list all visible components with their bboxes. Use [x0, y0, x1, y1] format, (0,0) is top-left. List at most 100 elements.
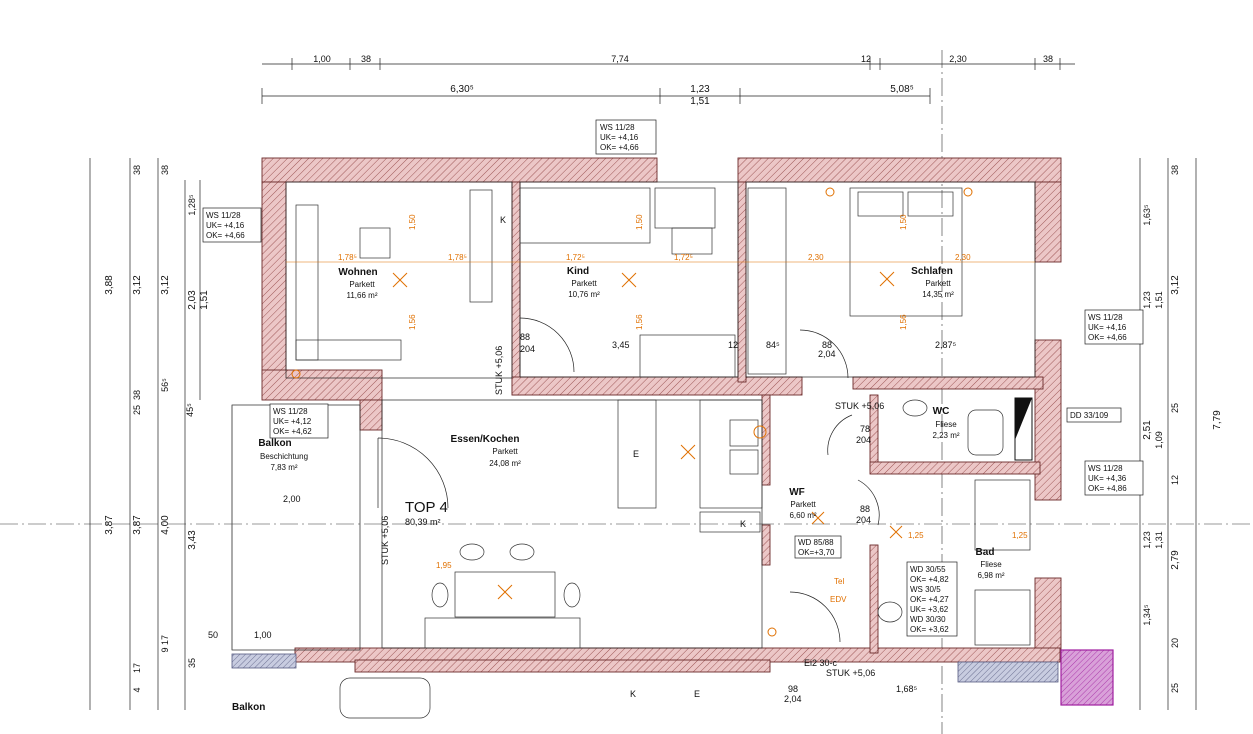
balcony-slab-edge: [231, 653, 297, 669]
svg-text:1,78⁵: 1,78⁵: [448, 253, 467, 262]
dim-top-2: 38: [361, 54, 371, 64]
svg-text:50: 50: [208, 630, 218, 640]
svg-text:K: K: [500, 215, 506, 225]
svg-text:UK= +4,12: UK= +4,12: [273, 417, 312, 426]
misc-labels: STUK +5,06 STUK +5,06 STUK +5,06 Ei2 30-…: [380, 215, 884, 699]
dim-left-4-3: 1,51: [199, 290, 210, 310]
svg-text:Schlafen: Schlafen: [911, 266, 953, 277]
svg-text:1,00: 1,00: [254, 630, 272, 640]
svg-text:Parkett: Parkett: [571, 279, 597, 288]
dim-left-3-1: 38: [160, 165, 170, 175]
dim-right-2-6: 20: [1170, 638, 1180, 648]
dim-top-7: 6,30⁵: [450, 84, 474, 95]
dim-left-4-2: 2,03: [187, 290, 198, 310]
window-box-essen: WS 11/28 UK= +4,12 OK= +4,62: [269, 403, 329, 439]
svg-text:UK= +4,16: UK= +4,16: [206, 221, 245, 230]
dd-box: DD 33/109: [1066, 407, 1122, 423]
svg-text:1,56: 1,56: [899, 314, 908, 330]
svg-text:K: K: [740, 519, 746, 529]
dim-top-4: 12: [861, 54, 871, 64]
svg-text:204: 204: [520, 344, 535, 354]
dim-right-3-5: 1,09: [1154, 431, 1164, 449]
svg-text:1,56: 1,56: [635, 314, 644, 330]
svg-text:1,50: 1,50: [899, 214, 908, 230]
svg-text:1,78⁵: 1,78⁵: [338, 253, 357, 262]
dim-left-2-1: 38: [132, 165, 142, 175]
svg-text:88: 88: [822, 340, 832, 350]
door-label-3: 78 204: [856, 424, 871, 445]
svg-text:204: 204: [856, 515, 871, 525]
dim-left-2-3: 38: [132, 390, 142, 400]
svg-text:2,30: 2,30: [808, 253, 824, 262]
svg-text:1,50: 1,50: [635, 214, 644, 230]
window-box-bad: WS 11/28 UK= +4,36 OK= +4,86: [1084, 460, 1144, 496]
svg-text:Parkett: Parkett: [790, 500, 816, 509]
svg-text:1,25: 1,25: [1012, 531, 1028, 540]
room-label-wf: WF Parkett 6,60 m²: [789, 487, 817, 520]
svg-text:OK= +4,86: OK= +4,86: [1088, 484, 1127, 493]
dim-right-2-4: 12: [1170, 475, 1180, 485]
dim-right-3-2: 1,23: [1142, 291, 1152, 309]
svg-text:1,68⁵: 1,68⁵: [896, 684, 918, 694]
svg-text:UK= +4,36: UK= +4,36: [1088, 474, 1127, 483]
dim-left-3-8: 17: [160, 635, 170, 645]
room-label-kind: Kind Parkett 10,76 m²: [567, 266, 600, 299]
svg-text:OK= +3,62: OK= +3,62: [910, 625, 949, 634]
svg-text:OK= +4,66: OK= +4,66: [600, 143, 639, 152]
svg-text:WS 11/28: WS 11/28: [600, 123, 635, 132]
svg-text:STUK +5,06: STUK +5,06: [835, 401, 884, 411]
right-dimension-chains: [1139, 158, 1197, 710]
svg-text:K: K: [630, 689, 636, 699]
unit-name: TOP 4: [405, 499, 448, 516]
dim-left-outer-1: 3,88: [104, 275, 115, 295]
room-label-wohnen: Wohnen Parkett 11,66 m²: [338, 267, 377, 300]
dim-left-2-2: 3,12: [132, 275, 143, 295]
electrical-symbols: [286, 187, 1035, 637]
dim-left-2-5: 3,87: [132, 515, 143, 535]
svg-text:12: 12: [728, 340, 738, 350]
dim-right-3-6: 1,23: [1142, 531, 1152, 549]
svg-text:Bad: Bad: [976, 547, 995, 558]
svg-text:2,00: 2,00: [283, 494, 301, 504]
dim-top-8: 1,23: [690, 84, 710, 95]
dim-top-5: 2,30: [949, 54, 967, 64]
door-label-5: 98 2,04: [784, 684, 802, 704]
svg-text:24,08 m²: 24,08 m²: [489, 459, 521, 468]
dim-right-outer-1: 7,79: [1212, 410, 1223, 430]
svg-text:Fliese: Fliese: [980, 560, 1002, 569]
window-box-schlafen: WS 11/28 UK= +4,16 OK= +4,66: [1084, 309, 1144, 345]
svg-text:Balkon: Balkon: [258, 438, 291, 449]
dim-top-3: 7,74: [611, 54, 629, 64]
svg-text:Fliese: Fliese: [935, 420, 957, 429]
dim-left-4-1: 1,28⁵: [187, 194, 197, 216]
dim-right-2-7: 25: [1170, 683, 1180, 693]
svg-text:Tel: Tel: [834, 577, 844, 586]
dim-right-2-3: 25: [1170, 403, 1180, 413]
dim-top-9: 1,51: [690, 96, 710, 107]
room-label-bad: Bad Fliese 6,98 m²: [976, 547, 1005, 580]
svg-text:UK= +3,62: UK= +3,62: [910, 605, 949, 614]
door-label-2: 88 2,04: [818, 340, 836, 359]
room-label-schlafen: Schlafen Parkett 14,35 m²: [911, 266, 954, 299]
svg-text:Parkett: Parkett: [492, 447, 518, 456]
dd-marker: [1015, 398, 1032, 440]
svg-text:1,72⁵: 1,72⁵: [674, 253, 693, 262]
inner-dimensions: 1,78⁵ 1,78⁵ 1,72⁵ 1,72⁵ 2,30 2,30 3,45 1…: [208, 214, 1028, 694]
svg-text:UK= +4,16: UK= +4,16: [1088, 323, 1127, 332]
room-label-balkon-lower: Balkon: [232, 702, 265, 713]
dim-left-3-5: 4,00: [160, 515, 171, 535]
dim-top-10: 5,08⁵: [890, 84, 914, 95]
svg-text:UK= +4,16: UK= +4,16: [600, 133, 639, 142]
svg-text:1,25: 1,25: [908, 531, 924, 540]
svg-text:1,95: 1,95: [436, 561, 452, 570]
svg-text:WD 85/88: WD 85/88: [798, 538, 834, 547]
svg-text:Parkett: Parkett: [349, 280, 375, 289]
svg-text:OK= +4,27: OK= +4,27: [910, 595, 949, 604]
furniture: [295, 187, 1031, 719]
svg-text:STUK +5,06: STUK +5,06: [494, 346, 504, 395]
svg-text:WS 11/28: WS 11/28: [206, 211, 241, 220]
dim-right-3-7: 1,31: [1154, 531, 1164, 549]
dim-left-3-9: 35: [187, 658, 197, 668]
left-dimension-chains: [89, 158, 201, 710]
dim-right-3-8: 1,34⁵: [1142, 604, 1152, 626]
